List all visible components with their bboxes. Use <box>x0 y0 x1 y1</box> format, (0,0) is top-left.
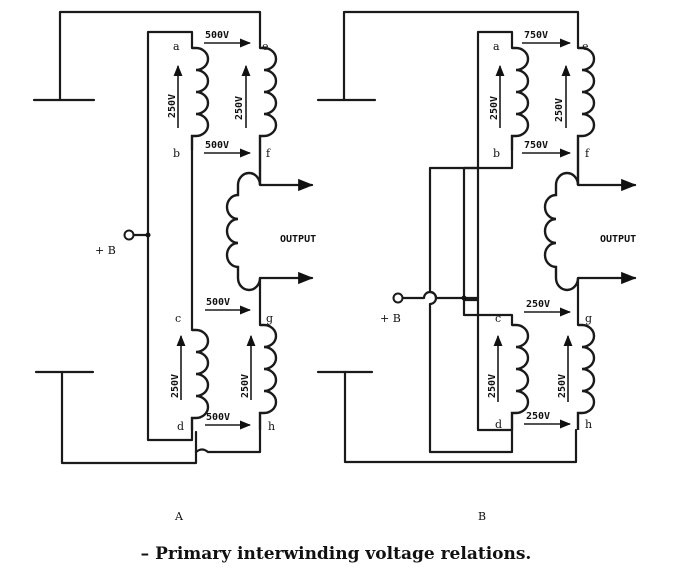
label-ae-b: 750V <box>524 30 548 41</box>
coil-cd-b <box>510 323 530 430</box>
label-cg-a: 500V <box>206 297 230 308</box>
panel-label-b: B <box>478 510 486 523</box>
label-ae-a: 500V <box>205 30 229 41</box>
coil-gh-a <box>258 323 278 430</box>
terminal-d-a: d <box>177 420 184 433</box>
label-ab-a: 250V <box>167 94 178 118</box>
terminal-e-a: e <box>262 40 269 53</box>
terminal-c-b: c <box>495 312 501 325</box>
terminal-g-a: g <box>266 312 273 325</box>
figure-caption: – Primary interwinding voltage relations… <box>141 544 532 564</box>
label-bf-a: 500V <box>205 140 229 151</box>
output-label-b: OUTPUT <box>600 234 636 245</box>
wire-bottom-a <box>60 370 198 465</box>
label-ab-b: 250V <box>489 96 500 120</box>
coil-cd-a <box>190 328 210 430</box>
terminal-e-b: e <box>582 40 589 53</box>
terminal-b-a: b <box>173 147 180 160</box>
supply-terminal-a <box>123 229 135 241</box>
core-frame-b <box>476 30 514 432</box>
junction-a <box>145 232 151 238</box>
junction-b <box>461 295 467 301</box>
label-cd-b: 250V <box>487 374 498 398</box>
panel-label-a: A <box>174 510 184 523</box>
supply-label-b: + B <box>380 312 401 325</box>
wire-bottom-b <box>343 370 578 464</box>
coil-ef-a <box>258 46 278 185</box>
label-gh-a: 250V <box>240 374 251 398</box>
wire-bottom-h-a <box>194 428 262 454</box>
wire-to-c-b <box>462 298 514 327</box>
terminal-h-a: h <box>268 420 275 433</box>
terminal-c-a: c <box>175 312 181 325</box>
label-ef-a: 250V <box>234 96 245 120</box>
label-ef-b: 250V <box>554 98 565 122</box>
terminal-f-b: f <box>585 147 590 160</box>
diagram-b: 750V 750V 250V 250V 250V 250V 250V 250V … <box>316 10 637 523</box>
terminal-h-b: h <box>585 418 592 431</box>
output-label-a: OUTPUT <box>280 234 316 245</box>
label-dh-a: 500V <box>206 412 230 423</box>
wire-b-cross-b <box>428 148 514 432</box>
label-dh-b: 250V <box>526 411 550 422</box>
label-gh-b: 250V <box>557 374 568 398</box>
supply-wire-b <box>401 290 480 300</box>
terminal-g-b: g <box>585 312 592 325</box>
coil-output-a <box>225 171 262 292</box>
wire-d-return-b <box>428 428 514 454</box>
label-cd-a: 250V <box>170 374 181 398</box>
diagram-a: 500V 500V 500V 500V 250V 250V 250V 250V … <box>32 10 316 523</box>
label-bf-b: 750V <box>524 140 548 151</box>
coil-gh-b <box>576 323 596 430</box>
coil-ef-b <box>576 46 596 185</box>
terminal-b-b: b <box>493 147 500 160</box>
coil-ab-a <box>190 46 210 150</box>
terminal-a-a: a <box>173 40 180 53</box>
wire-top-b <box>342 10 580 102</box>
label-cg-b: 250V <box>526 299 550 310</box>
coil-ab-b <box>510 46 530 150</box>
coil-output-b <box>543 171 580 292</box>
wire-top-a <box>58 10 262 102</box>
terminal-a-b: a <box>493 40 500 53</box>
terminal-d-b: d <box>495 418 502 431</box>
wire-b-mid-b <box>462 166 480 302</box>
supply-terminal-b <box>392 292 404 304</box>
terminal-f-a: f <box>266 147 271 160</box>
supply-label-a: + B <box>95 244 116 257</box>
